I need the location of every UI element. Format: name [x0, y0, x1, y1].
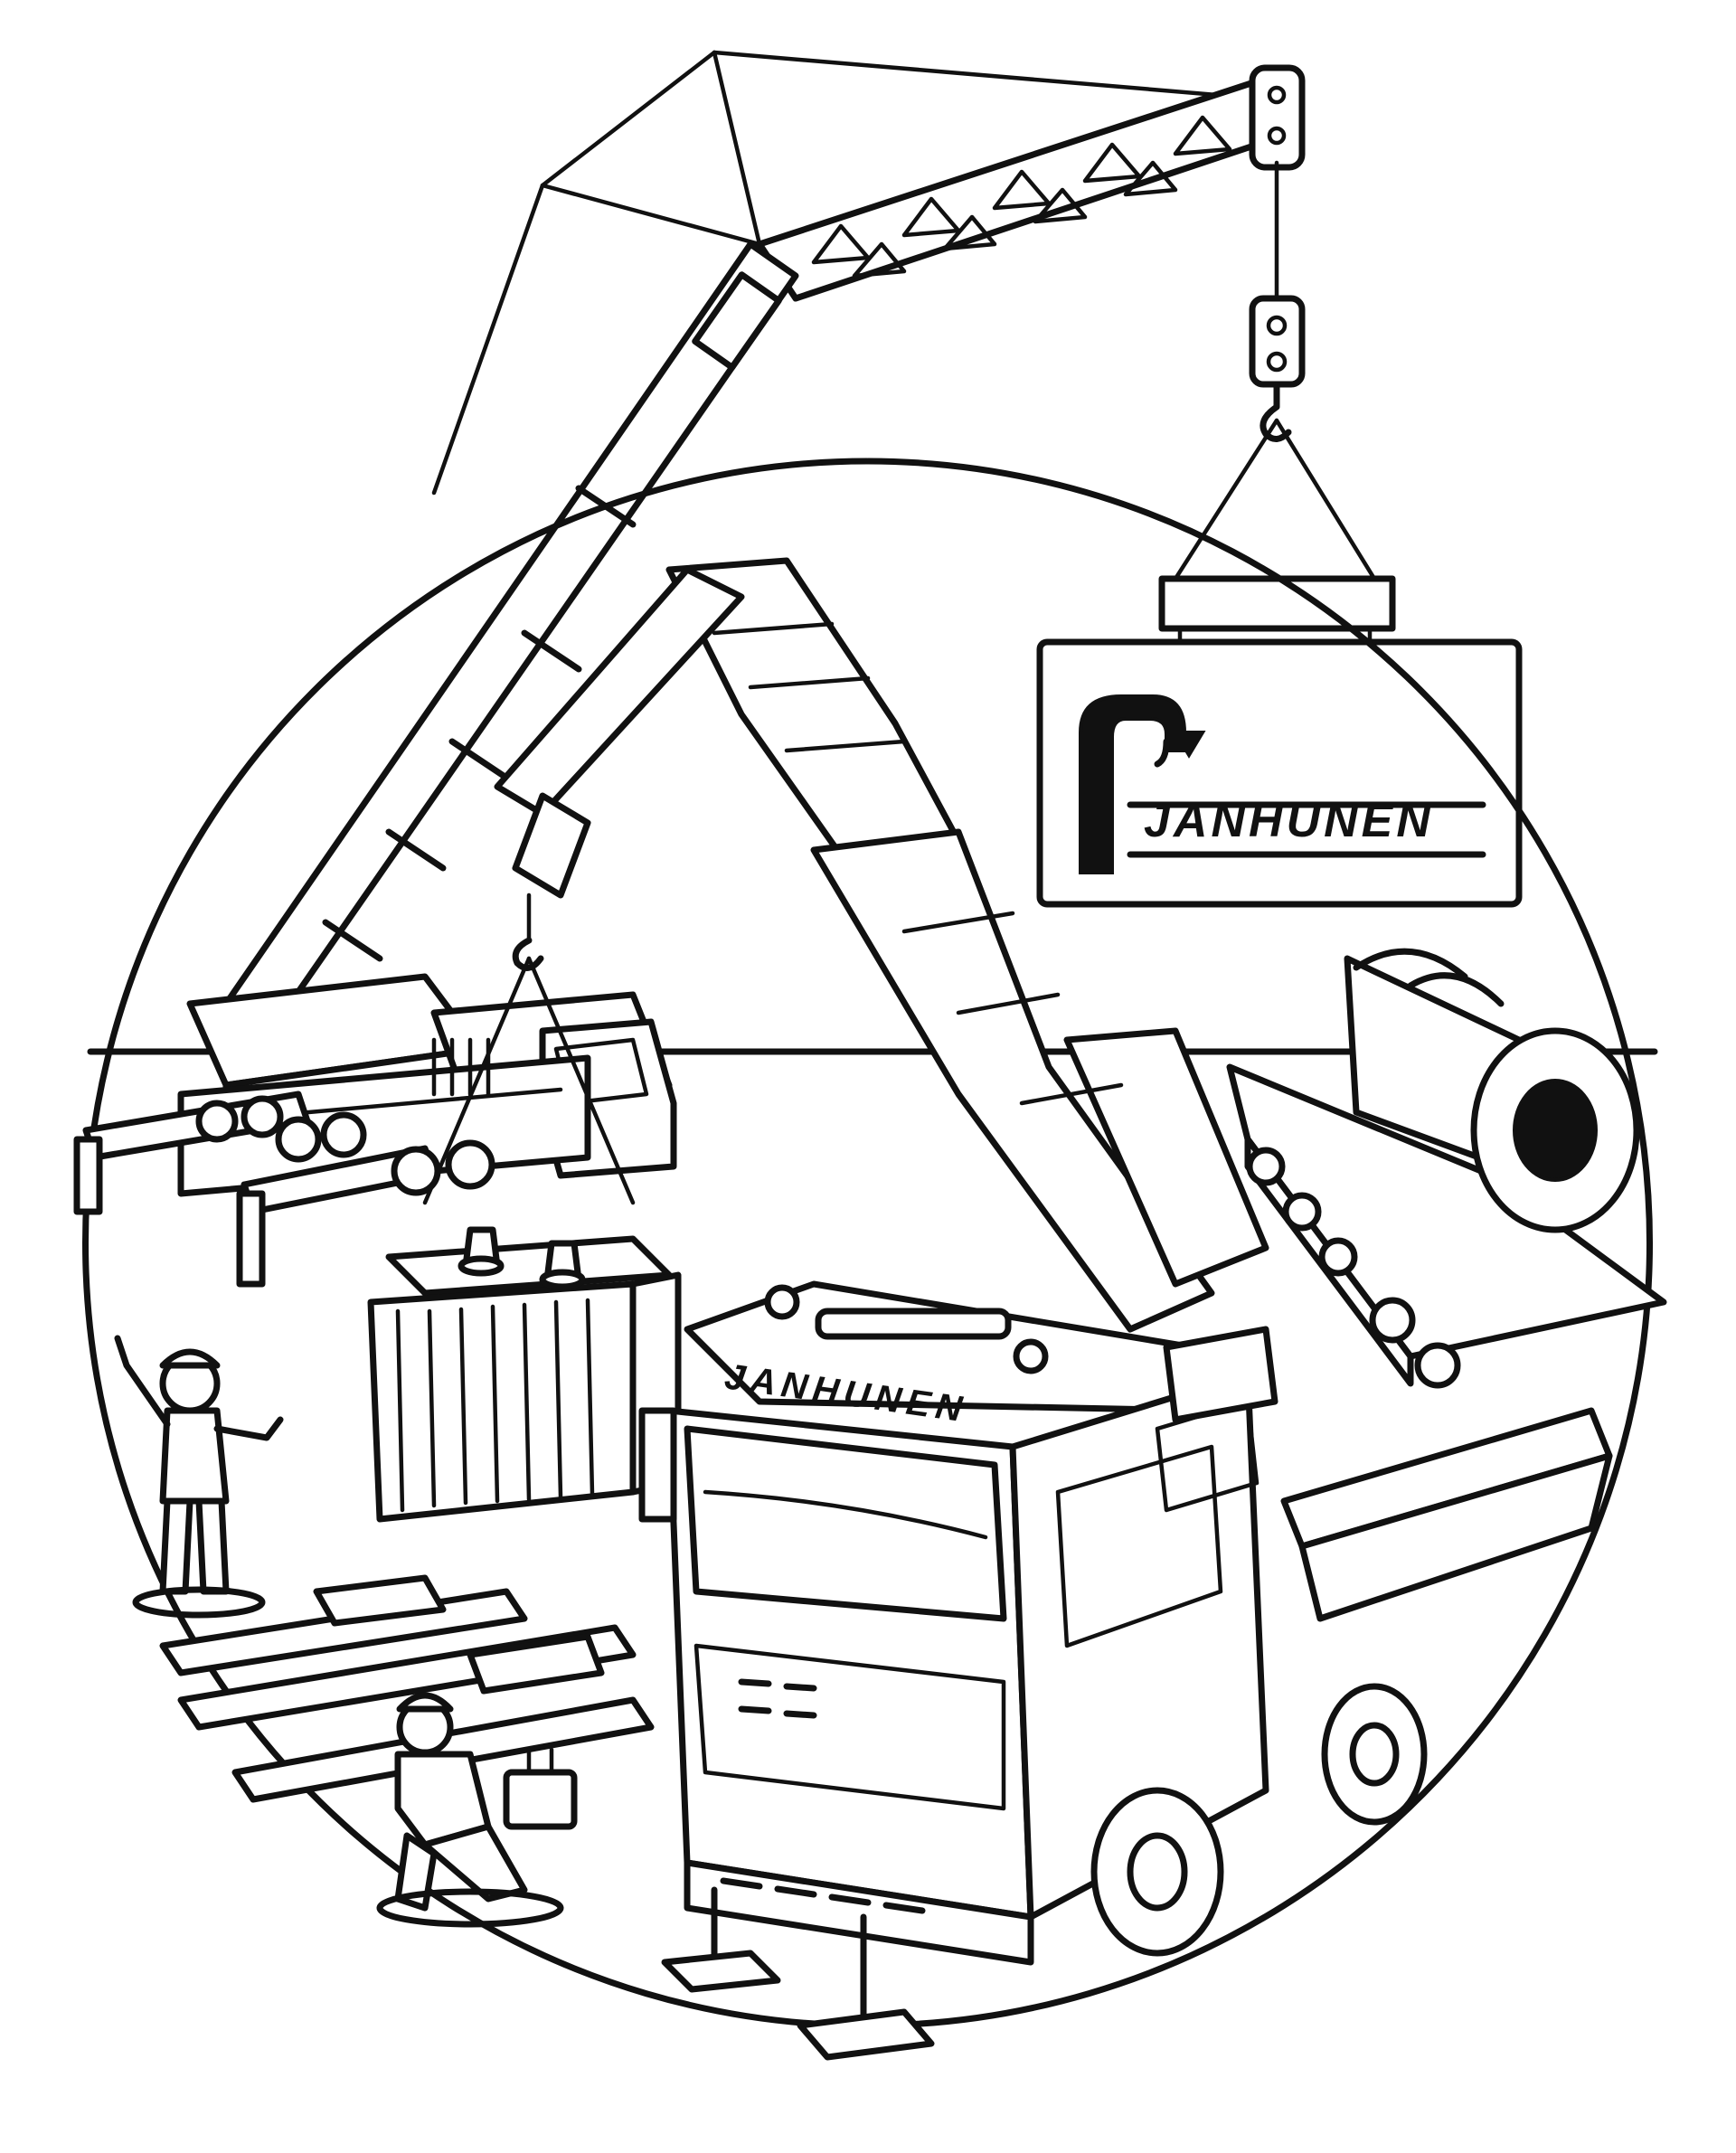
- janhunen-logo-icon: [1079, 694, 1206, 874]
- mobile-crane-truck: [73, 973, 677, 1288]
- worker-remote-operator: [376, 1692, 578, 1928]
- worker-signaling: [114, 1335, 284, 1619]
- steel-beams: [159, 1574, 655, 1803]
- sign-brand-text: JANHUNEN: [1144, 795, 1434, 847]
- transformer-load: [367, 1226, 682, 1523]
- janhunen-sign: JANHUNEN: [1036, 638, 1523, 908]
- mobile-crane-boom: [222, 50, 1396, 1034]
- knuckle-boom-crane: [422, 557, 1269, 1333]
- coil-trailer: [1226, 948, 1667, 1389]
- main-truck: JANHUNEN: [638, 1280, 1613, 2061]
